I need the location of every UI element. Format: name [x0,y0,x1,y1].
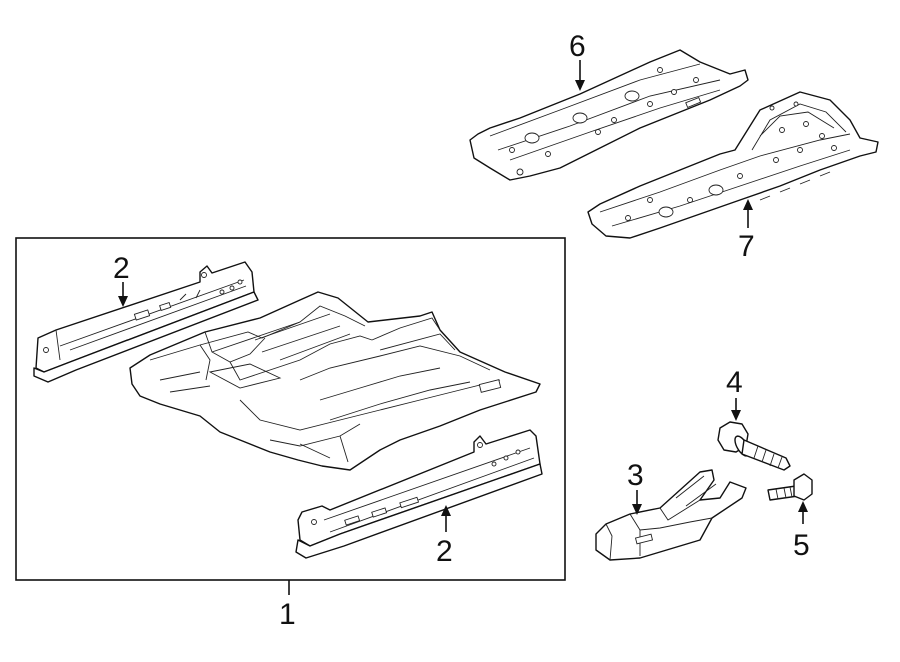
bracket-part [595,469,747,561]
callout-4-label: 4 [726,366,743,399]
lower-floor-undercover-part [587,91,879,239]
callout-6-label: 6 [569,30,586,63]
callout-3-label: 3 [627,459,644,492]
flange-bolt-part [717,421,791,471]
hex-bolt-part [767,473,813,501]
assembly-frame [15,237,566,581]
callout-2-upper-label: 2 [113,252,130,285]
center-floor-pan-part [129,291,541,471]
right-side-rail-part [295,429,543,559]
left-side-rail-part [33,261,259,383]
callout-1-label: 1 [279,598,296,631]
callout-2-lower-label: 2 [436,535,453,568]
callout-5-label: 5 [793,529,810,562]
upper-floor-undercover-part [469,49,749,181]
callout-7-label: 7 [738,230,755,263]
